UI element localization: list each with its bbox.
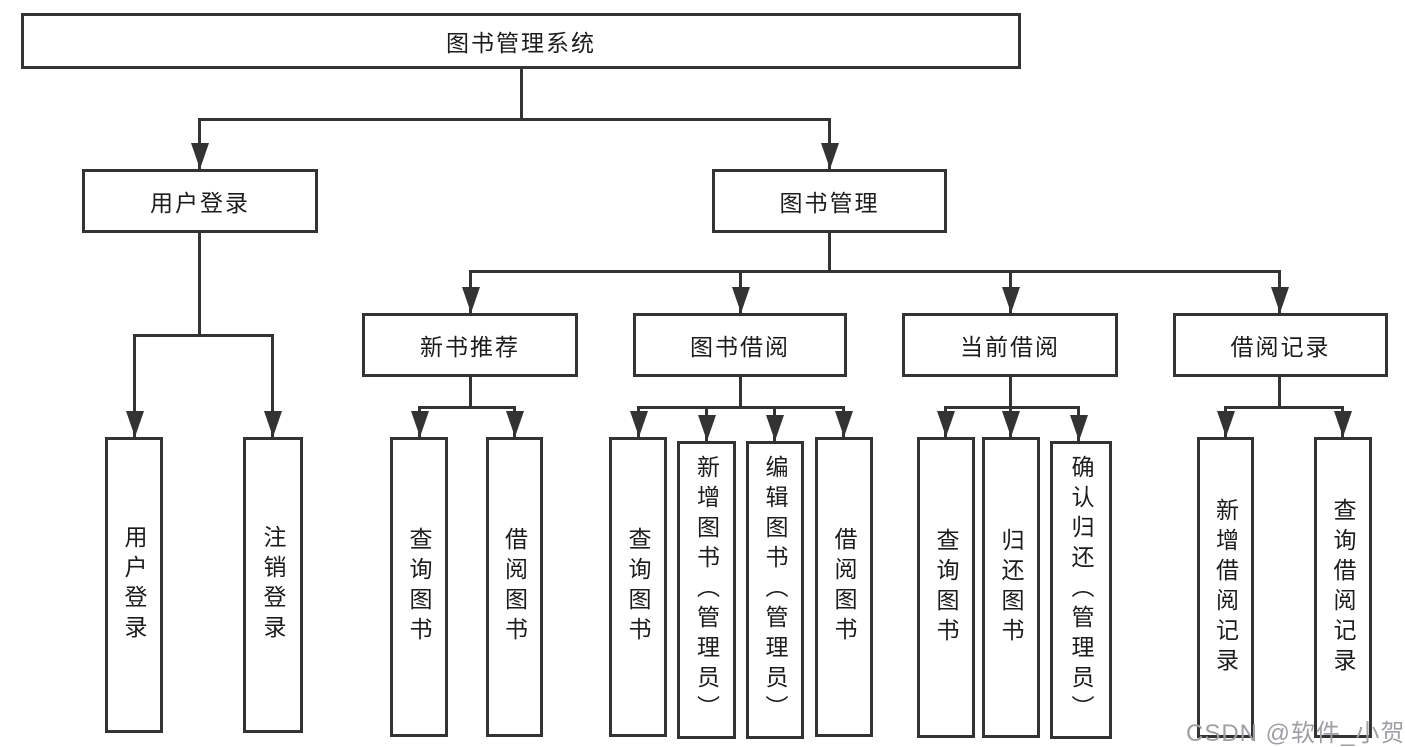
arrow-to-borrow-record xyxy=(1278,270,1281,313)
arrow-to-bb-edit xyxy=(773,406,776,441)
arrow-to-leaf-logout xyxy=(271,334,274,437)
watermark: CSDN @软件_小贺同学 xyxy=(1186,720,1405,747)
arrow-to-bb-borrow xyxy=(842,406,845,437)
leaf-cb-return-books: 归还图书 xyxy=(982,437,1040,738)
arrow-to-br-query xyxy=(1341,406,1344,437)
arrow-to-current-borrow xyxy=(1009,270,1012,313)
connector-borrow-record-branch xyxy=(1224,406,1344,409)
leaf-bb-edit-books-admin: 编辑图书（管理员） xyxy=(746,441,804,739)
connector-new-book-stem xyxy=(469,377,472,408)
node-borrow-record: 借阅记录 xyxy=(1173,313,1388,377)
connector-user-login-stem xyxy=(198,233,201,336)
node-root-library-system: 图书管理系统 xyxy=(21,13,1021,69)
arrow-to-cb-confirm xyxy=(1077,406,1080,441)
arrow-to-cb-return xyxy=(1009,406,1012,437)
arrow-to-bb-add xyxy=(705,406,708,441)
node-book-borrow: 图书借阅 xyxy=(633,313,847,377)
arrow-to-user-login xyxy=(198,118,201,169)
connector-current-borrow-branch xyxy=(944,406,1080,409)
node-user-login: 用户登录 xyxy=(82,169,318,233)
leaf-cb-confirm-return-admin: 确认归还（管理员） xyxy=(1050,441,1112,739)
arrow-to-book-management xyxy=(828,118,831,169)
node-new-book-recommend: 新书推荐 xyxy=(362,313,578,377)
leaf-br-add-record: 新增借阅记录 xyxy=(1197,437,1254,738)
connector-level2-branch xyxy=(198,118,831,121)
leaf-cb-query-books: 查询图书 xyxy=(917,437,975,738)
arrow-to-new-book xyxy=(469,270,472,313)
leaf-nb-borrow-books: 借阅图书 xyxy=(486,437,543,737)
connector-user-login-branch xyxy=(133,334,274,337)
leaf-logout: 注销登录 xyxy=(243,437,303,733)
leaf-user-login: 用户登录 xyxy=(105,437,163,733)
leaf-nb-query-books: 查询图书 xyxy=(390,437,448,737)
arrow-to-bb-query xyxy=(637,406,640,437)
arrow-to-br-add xyxy=(1224,406,1227,437)
connector-new-book-branch xyxy=(418,406,516,409)
connector-book-borrow-branch xyxy=(637,406,845,409)
leaf-br-query-record: 查询借阅记录 xyxy=(1314,437,1372,738)
arrow-to-nb-borrow xyxy=(513,406,516,437)
arrow-to-cb-query xyxy=(944,406,947,437)
connector-borrow-record-stem xyxy=(1278,377,1281,408)
arrow-to-nb-query xyxy=(418,406,421,437)
connector-book-borrow-stem xyxy=(739,377,742,408)
connector-book-management-stem xyxy=(828,233,831,273)
leaf-bb-borrow-books: 借阅图书 xyxy=(815,437,873,737)
connector-current-borrow-stem xyxy=(1009,377,1012,408)
leaf-bb-query-books: 查询图书 xyxy=(609,437,667,737)
leaf-bb-add-books-admin: 新增图书（管理员） xyxy=(677,441,736,739)
node-book-management: 图书管理 xyxy=(712,169,947,233)
node-current-borrow: 当前借阅 xyxy=(902,313,1118,377)
connector-root-stem xyxy=(520,69,523,120)
connector-level3-branch xyxy=(469,270,1281,273)
arrow-to-leaf-user-login xyxy=(133,334,136,437)
arrow-to-book-borrow xyxy=(739,270,742,313)
